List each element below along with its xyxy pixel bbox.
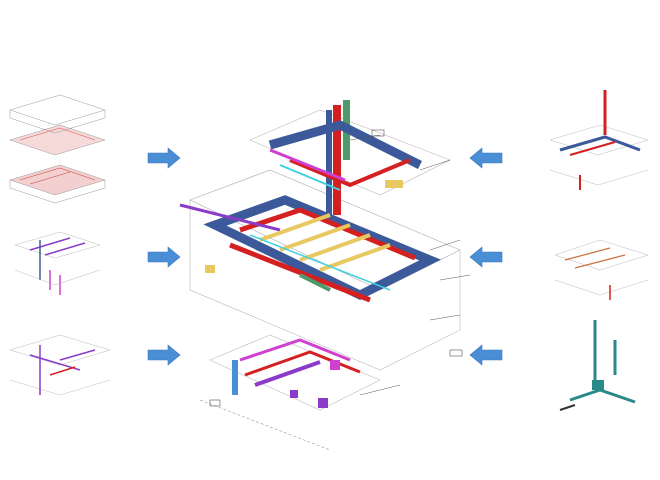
thumbnail-right-ducts: [549, 90, 649, 190]
thumbnail-left-piping-2: [9, 334, 111, 396]
arrow-left-icon: [469, 246, 503, 268]
thumbnail-left-piping: [14, 231, 101, 295]
main-isometric-model: [179, 100, 471, 451]
arrow-right-icon: [147, 344, 181, 366]
thumbnail-right-vertical-pipes: [559, 320, 636, 411]
arrow-left-icon: [469, 344, 503, 366]
thumbnail-left-floors: [9, 94, 106, 204]
thumbnail-right-piping: [554, 239, 649, 300]
arrow-right-icon: [147, 246, 181, 268]
arrow-right-icon: [147, 147, 181, 169]
arrow-left-icon: [469, 147, 503, 169]
